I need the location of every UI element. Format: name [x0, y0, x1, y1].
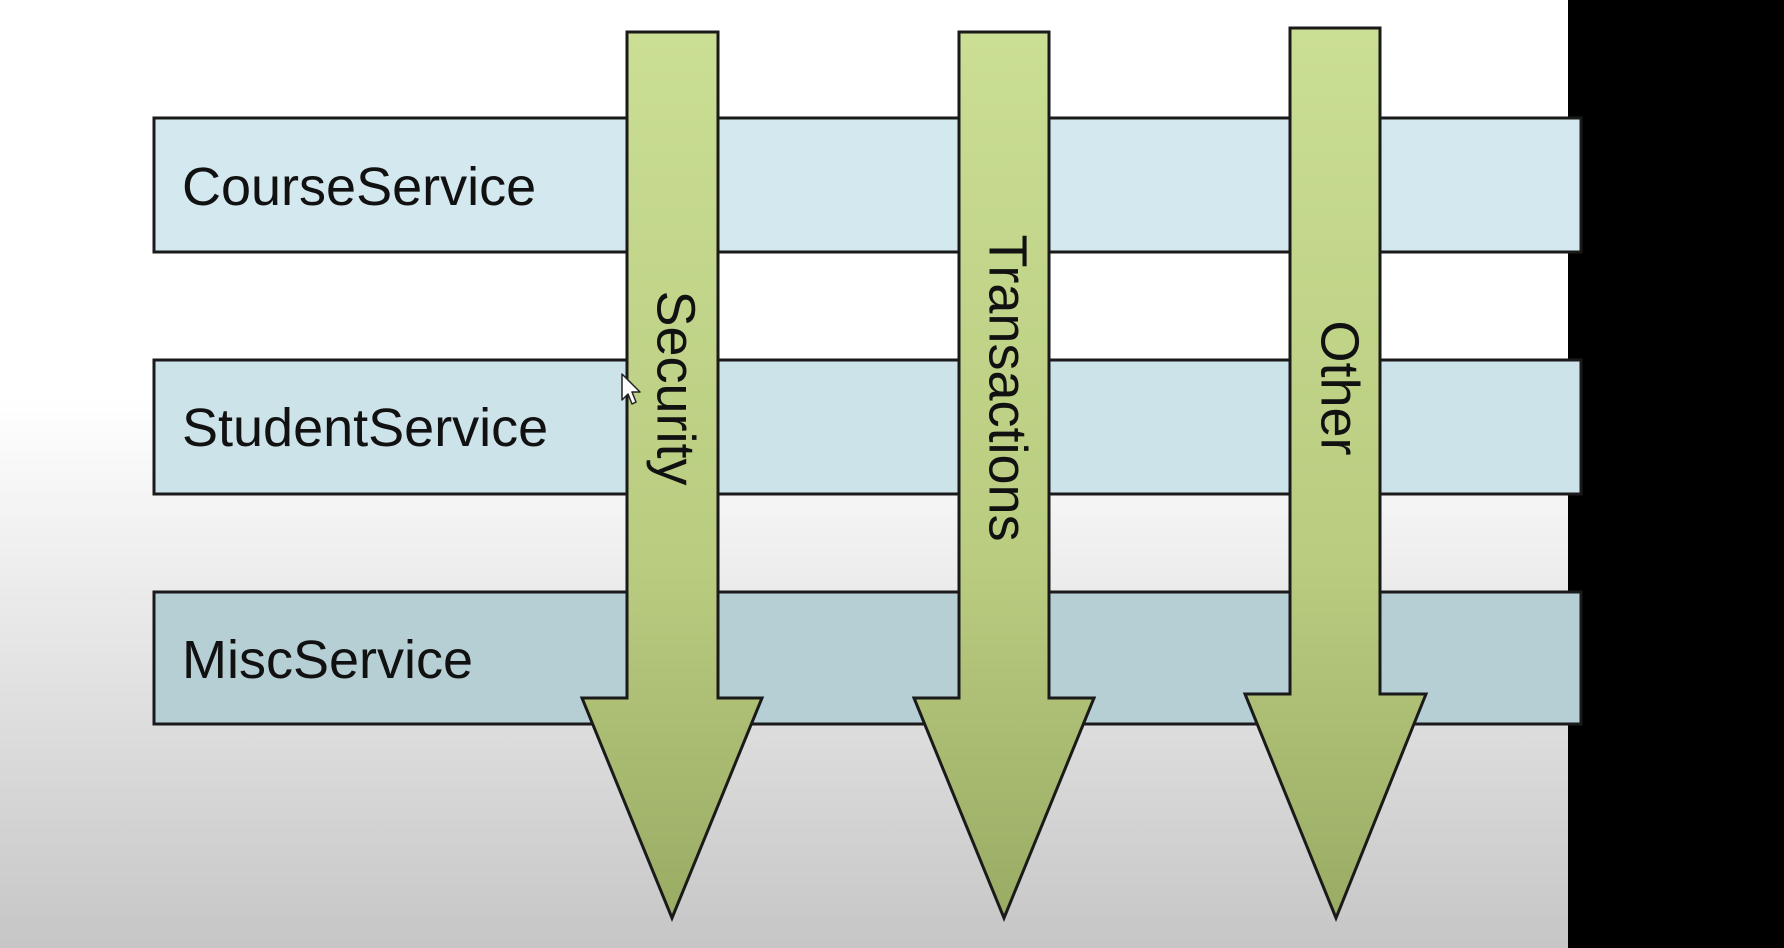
mouse-pointer-icon — [621, 373, 641, 405]
concern-arrows: Security Transactions Other — [579, 26, 1429, 923]
transactions-arrow — [911, 30, 1097, 922]
concern-label-transactions: Transactions — [978, 234, 1038, 541]
concern-label-security: Security — [646, 290, 706, 485]
security-arrow — [579, 30, 765, 922]
concern-label-other: Other — [1310, 320, 1370, 455]
service-label-misc: MiscService — [182, 630, 473, 690]
service-label-course: CourseService — [182, 157, 536, 217]
other-arrow — [1242, 26, 1429, 923]
service-label-student: StudentService — [182, 398, 548, 458]
